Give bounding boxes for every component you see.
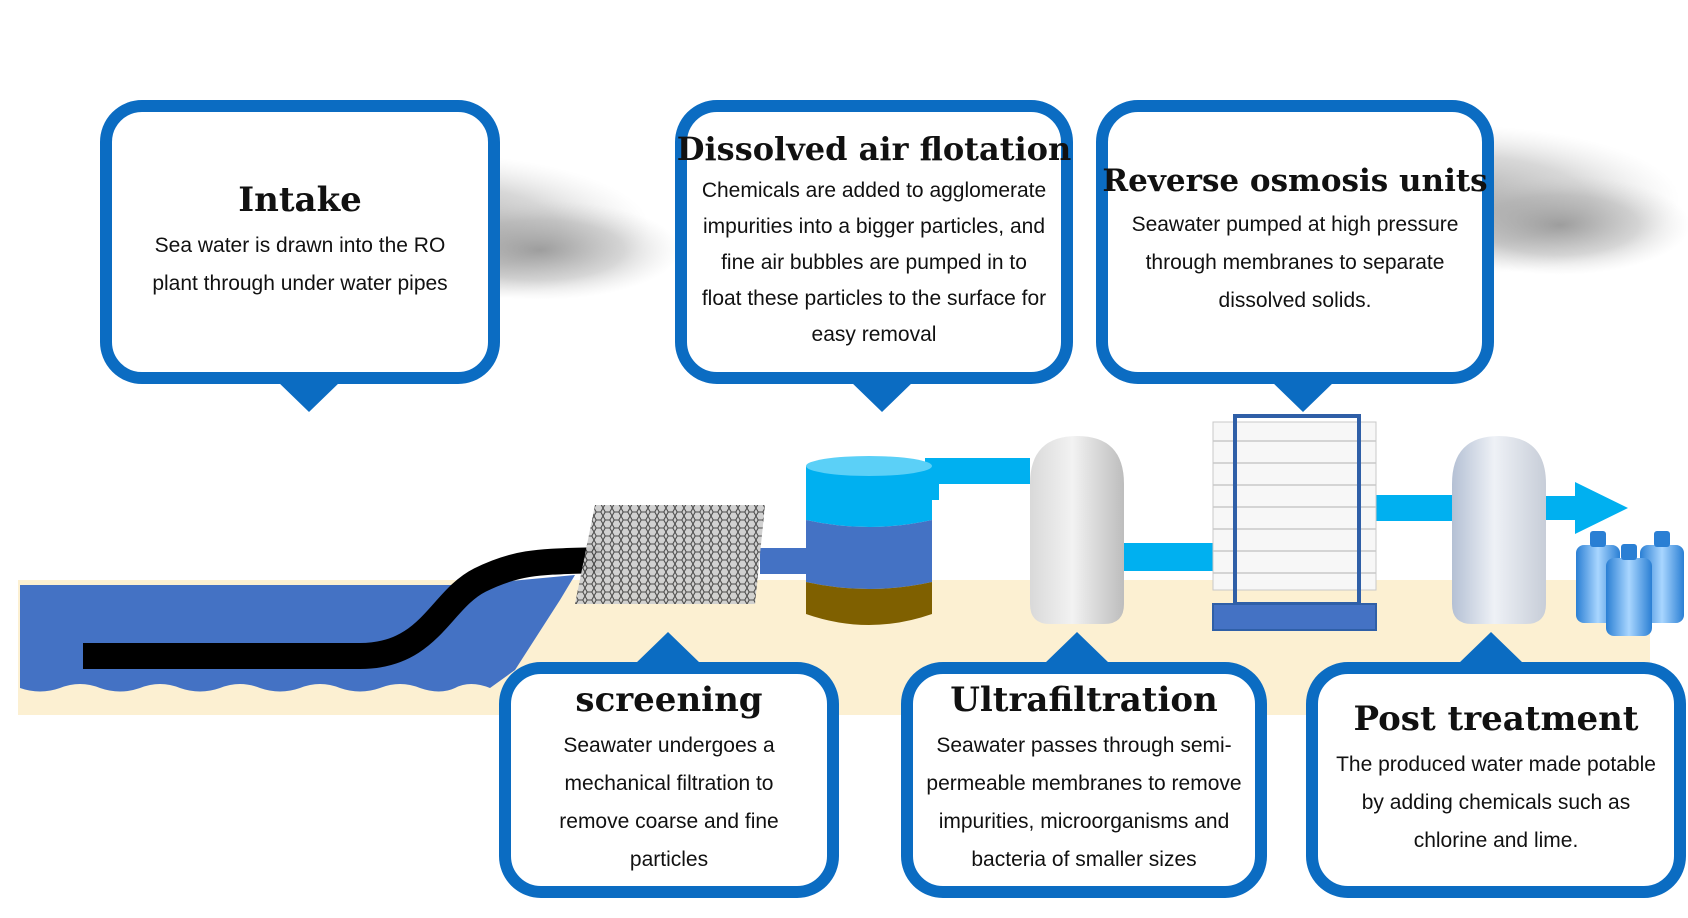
screening-text: Seawater undergoes a mechanical filtrati…	[559, 733, 779, 871]
mesh-screen-icon	[575, 505, 765, 604]
pipe-daf-to-uf-top	[925, 458, 1030, 484]
daf-callout-tail	[849, 380, 915, 412]
screening-title: screening	[575, 680, 763, 721]
post-text: The produced water made potable by addin…	[1336, 752, 1656, 852]
screening-callout-tail	[635, 632, 701, 664]
daf-title: Dissolved air flotation	[676, 129, 1072, 168]
intake-callout-tail	[276, 380, 342, 412]
intake-text: Sea water is drawn into the RO plant thr…	[152, 233, 448, 295]
ultrafiltration-vessel-icon	[1030, 436, 1124, 624]
screening-callout: screening Seawater undergoes a mechanica…	[499, 662, 839, 898]
intake-callout: Intake Sea water is drawn into the RO pl…	[100, 100, 500, 384]
pipe-ro-to-post	[1370, 495, 1455, 521]
flow-arrow-icon	[1535, 482, 1628, 534]
ro-callout: Reverse osmosis units Seawater pumped at…	[1096, 100, 1494, 384]
intake-title: Intake	[238, 180, 362, 221]
post-treatment-vessel-icon	[1452, 436, 1546, 624]
daf-text: Chemicals are added to agglomerate impur…	[701, 179, 1047, 347]
post-callout: Post treatment The produced water made p…	[1306, 662, 1686, 898]
reverse-osmosis-rack-icon	[1212, 414, 1377, 631]
water-bottles-icon	[1576, 531, 1684, 636]
post-title: Post treatment	[1353, 699, 1639, 740]
sea	[20, 575, 575, 692]
daf-tank-icon	[806, 456, 932, 625]
uf-callout: Ultrafiltration Seawater passes through …	[901, 662, 1267, 898]
pipe-uf-to-ro	[1112, 543, 1214, 571]
ro-title: Reverse osmosis units	[1102, 163, 1488, 200]
daf-callout: Dissolved air flotation Chemicals are ad…	[675, 100, 1073, 384]
ro-text: Seawater pumped at high pressure through…	[1131, 212, 1459, 312]
post-callout-tail	[1458, 632, 1524, 664]
ro-callout-tail	[1270, 380, 1336, 412]
uf-callout-tail	[1044, 632, 1110, 664]
uf-text: Seawater passes through semi-permeable m…	[926, 733, 1242, 871]
uf-title: Ultrafiltration	[950, 680, 1218, 721]
intake-pipe	[83, 547, 601, 669]
